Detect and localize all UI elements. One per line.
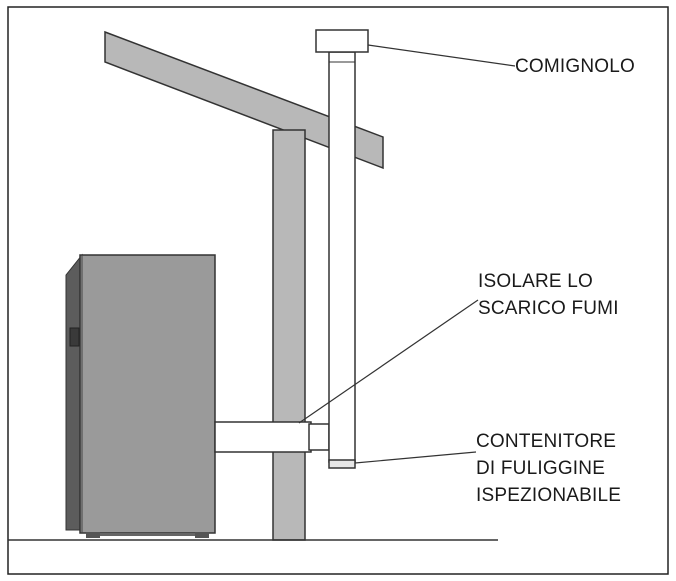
stove [65, 253, 216, 538]
pipe-t-fitting [308, 423, 330, 451]
label-contenitore-line1: CONTENITORE [476, 431, 617, 452]
wall-post [272, 129, 306, 541]
leader-comignolo [367, 44, 516, 67]
stove-foot [195, 532, 209, 538]
soot-container [328, 459, 356, 469]
label-isolare-line2: SCARICO FUMI [478, 298, 619, 319]
stove-front [79, 254, 216, 534]
label-contenitore-line2: DI FULIGGINE [476, 458, 606, 479]
label-comignolo: COMIGNOLO [515, 56, 636, 77]
vertical-chimney-pipe [328, 51, 356, 463]
leader-contenitore [354, 451, 477, 464]
diagram-frame [7, 6, 669, 575]
label-contenitore-line3: ISPEZIONABILE [476, 485, 622, 506]
leader-isolare [298, 299, 479, 424]
horizontal-flue-pipe [214, 421, 312, 453]
stove-handle [69, 327, 80, 347]
roof-beam [104, 30, 384, 170]
label-isolare-line1: ISOLARE LO [478, 271, 593, 292]
chimney-cap [315, 29, 369, 53]
stove-foot [86, 532, 100, 538]
